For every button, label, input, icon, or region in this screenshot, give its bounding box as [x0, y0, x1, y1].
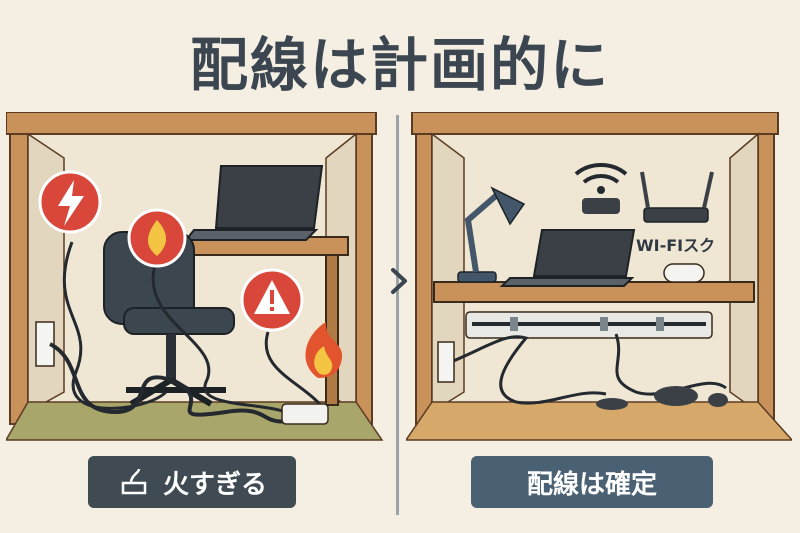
exclamation-warning-icon [240, 268, 304, 332]
page-title: 配線は計画的に [189, 31, 610, 99]
lightning-warning-icon [38, 170, 102, 234]
flame-icon [305, 322, 343, 378]
messy-desk-illustration [6, 112, 384, 441]
caption-right: 配線は確定 [471, 456, 713, 508]
chevron-right-icon [391, 268, 407, 294]
caption-left: 火すぎる [88, 456, 296, 508]
plug-icon [121, 468, 147, 495]
router-icon [640, 171, 714, 223]
panel-divider [396, 115, 399, 515]
caption-left-text: 火すぎる [162, 469, 267, 500]
router-label: WI-FIスク [636, 236, 716, 255]
caption-right-text: 配線は確定 [526, 469, 657, 500]
fire-warning-icon [127, 208, 187, 268]
tidy-desk-illustration [406, 112, 792, 441]
desk-lamp-icon [457, 186, 526, 283]
wifi-icon [574, 163, 628, 214]
